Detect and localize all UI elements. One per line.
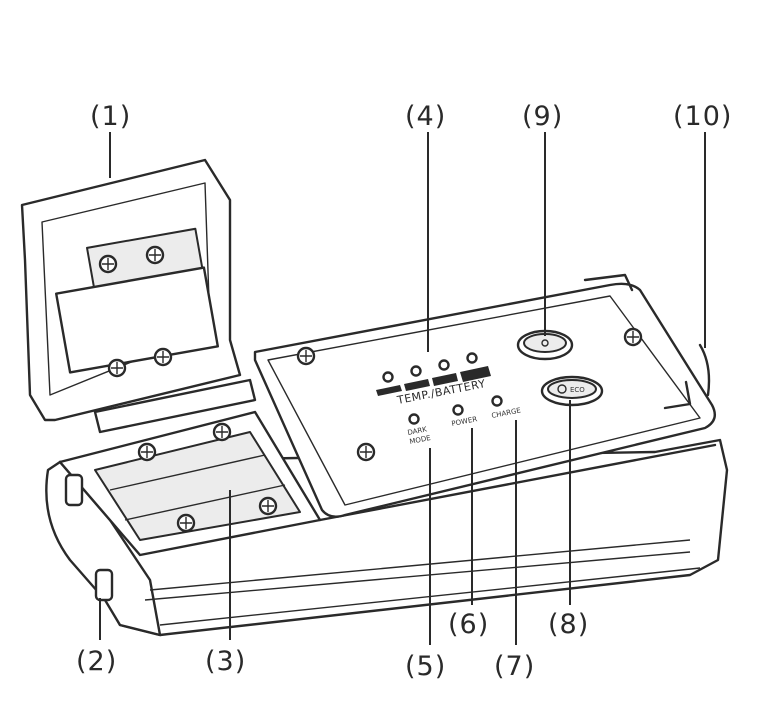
screw-3 xyxy=(623,327,643,347)
screw-1 xyxy=(296,346,316,366)
comp-screw-4 xyxy=(258,496,278,516)
temp-led-2 xyxy=(410,365,422,377)
lid-screw-3 xyxy=(107,358,127,378)
lid-screw-2 xyxy=(145,245,165,265)
power-button-label: ECO xyxy=(570,386,585,394)
temp-led-4 xyxy=(466,352,478,364)
callout-9: (9) xyxy=(522,101,563,132)
callout-2: (2) xyxy=(76,646,117,677)
lid-screw-1 xyxy=(98,254,118,274)
callout-1: (1) xyxy=(90,101,131,132)
callout-5: (5) xyxy=(405,651,446,682)
callout-7: (7) xyxy=(494,651,535,682)
comp-screw-1 xyxy=(137,442,157,462)
top-plate xyxy=(253,273,716,518)
callout-10: (10) xyxy=(673,101,732,132)
comp-screw-2 xyxy=(212,422,232,442)
power-icon xyxy=(557,384,567,394)
lid-screw-4 xyxy=(153,347,173,367)
temp-led-1 xyxy=(382,371,394,383)
battery-lid xyxy=(20,158,257,434)
comp-screw-3 xyxy=(176,513,196,533)
battery-compartment xyxy=(58,410,322,602)
callout-6: (6) xyxy=(448,609,489,640)
power-button[interactable]: ECO xyxy=(540,375,604,407)
light-button[interactable] xyxy=(516,329,574,361)
callout-8: (8) xyxy=(548,609,589,640)
light-icon xyxy=(541,339,549,347)
dark-mode-label-1: DARK xyxy=(407,425,428,437)
temp-led-3 xyxy=(438,359,450,371)
dark-mode-label-2: MODE xyxy=(409,434,432,446)
screw-2 xyxy=(356,442,376,462)
callout-3: (3) xyxy=(205,646,246,677)
side-switch[interactable] xyxy=(698,343,711,397)
dark-mode-led: DARK MODE xyxy=(407,413,432,446)
callout-4: (4) xyxy=(405,101,446,132)
